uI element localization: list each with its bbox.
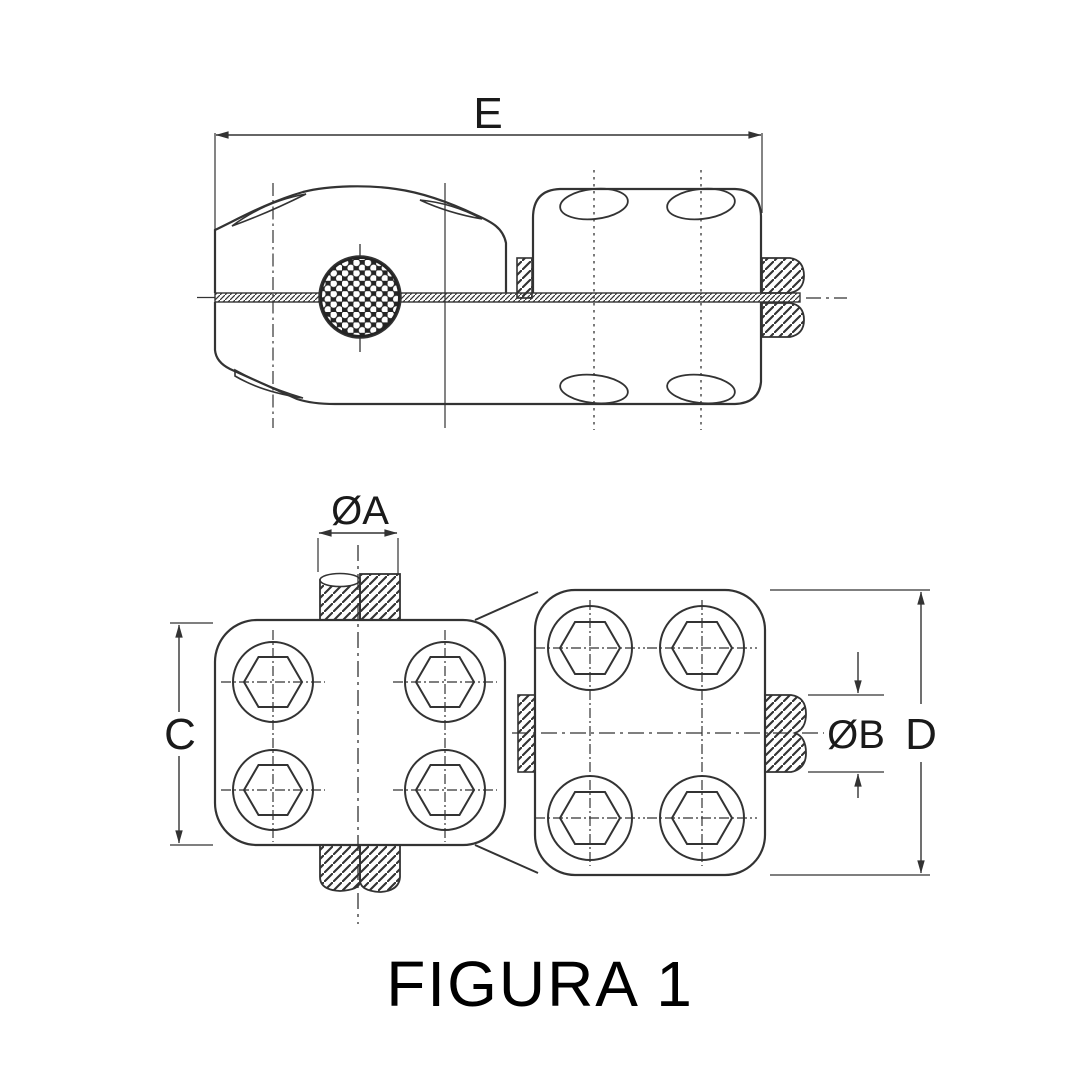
dimension-D: D bbox=[770, 589, 937, 876]
dimension-E: E bbox=[214, 89, 763, 230]
dimension-OB: ØB bbox=[808, 652, 885, 798]
groove-dimple bbox=[666, 373, 736, 405]
bolt-head-section bbox=[761, 302, 805, 338]
edge-sliver bbox=[234, 368, 304, 399]
bolt-head-section bbox=[761, 257, 805, 294]
figure-caption: FIGURA 1 bbox=[386, 948, 694, 1020]
flare-line bbox=[474, 844, 539, 874]
groove-dimple bbox=[666, 187, 736, 221]
edge-sliver bbox=[231, 193, 307, 227]
dimension-C: C bbox=[164, 622, 213, 846]
dimension-OA: ØA bbox=[317, 489, 399, 574]
keeper-block-upper bbox=[531, 187, 763, 293]
edge-sliver bbox=[419, 199, 483, 220]
dimension-label-OB: ØB bbox=[827, 713, 885, 757]
side-view: E bbox=[197, 89, 847, 430]
spacer-section bbox=[516, 257, 533, 299]
clamp-body-left bbox=[213, 618, 507, 847]
clamp-lower-half-body bbox=[213, 302, 763, 406]
dimension-label-E: E bbox=[473, 89, 502, 138]
dimension-label-OA: ØA bbox=[331, 489, 389, 533]
dimension-label-C: C bbox=[164, 710, 196, 759]
cable-cross-section bbox=[318, 244, 402, 352]
front-view: ØA C ØB D bbox=[164, 489, 937, 924]
dimension-label-D: D bbox=[905, 710, 937, 759]
flare-line bbox=[474, 591, 539, 621]
bolt-centerlines bbox=[221, 600, 757, 866]
cable-stub-top bbox=[319, 572, 401, 621]
groove-dimple bbox=[559, 187, 629, 221]
groove-dimple bbox=[559, 373, 629, 405]
cable-stub-bottom bbox=[319, 844, 401, 893]
parting-line-band bbox=[214, 292, 801, 303]
